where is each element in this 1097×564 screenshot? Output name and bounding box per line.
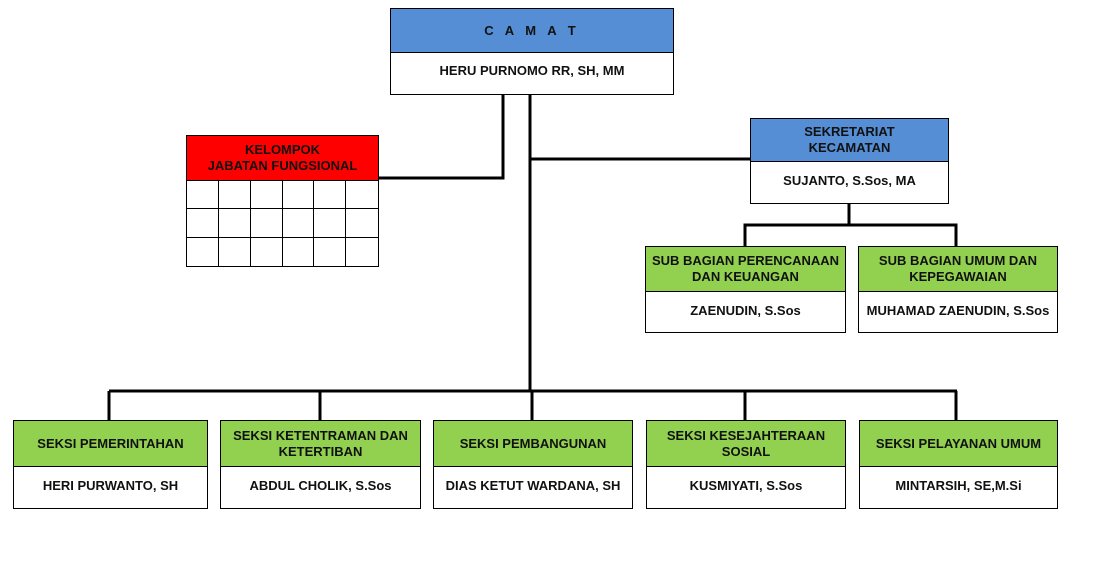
sub-section-title-line1: SUB BAGIAN PERENCANAAN <box>651 253 840 268</box>
section-box: SEKSI PELAYANAN UMUM MINTARSIH, SE,M.Si <box>859 420 1058 509</box>
section-name: DIAS KETUT WARDANA, SH <box>445 478 621 493</box>
camat-box: C A M A T HERU PURNOMO RR, SH, MM <box>390 8 674 95</box>
secretariat-title-line1: SEKRETARIAT <box>804 124 895 139</box>
sub-section-title-line2: DAN KEUANGAN <box>692 269 799 284</box>
section-box: SEKSI PEMBANGUNAN DIAS KETUT WARDANA, SH <box>433 420 633 509</box>
section-title-line1: SEKSI PEMBANGUNAN <box>459 435 607 451</box>
section-title-line1: SEKSI PEMERINTAHAN <box>37 435 184 451</box>
section-box: SEKSI KETENTRAMAN DAN KETERTIBAN ABDUL C… <box>220 420 421 509</box>
functional-title-line1: KELOMPOK <box>244 142 321 157</box>
secretariat-box: SEKRETARIAT KECAMATAN SUJANTO, S.Sos, MA <box>750 118 949 204</box>
section-title-line1: SEKSI KETENTRAMAN DAN <box>233 427 408 443</box>
section-title-line1: SEKSI PELAYANAN UMUM <box>875 435 1042 451</box>
secretariat-name: SUJANTO, S.Sos, MA <box>783 173 916 188</box>
sub-section-title-line2: KEPEGAWAIAN <box>909 269 1007 284</box>
section-box: SEKSI KESEJAHTERAAN SOSIAL KUSMIYATI, S.… <box>646 420 846 509</box>
sub-section-box: SUB BAGIAN PERENCANAAN DAN KEUANGAN ZAEN… <box>645 246 846 333</box>
section-name: MINTARSIH, SE,M.Si <box>895 478 1022 493</box>
sub-section-name: ZAENUDIN, S.Sos <box>690 302 801 318</box>
section-name: KUSMIYATI, S.Sos <box>689 478 803 493</box>
camat-title: C A M A T <box>391 9 673 53</box>
section-name: ABDUL CHOLIK, S.Sos <box>249 478 392 493</box>
section-box: SEKSI PEMERINTAHAN HERI PURWANTO, SH <box>13 420 208 509</box>
functional-title-line2: JABATAN FUNGSIONAL <box>207 158 358 173</box>
camat-name: HERU PURNOMO RR, SH, MM <box>439 63 625 78</box>
sub-section-name: MUHAMAD ZAENUDIN, S.Sos <box>866 302 1050 318</box>
section-name: HERI PURWANTO, SH <box>42 478 179 493</box>
section-title-line1: SEKSI KESEJAHTERAAN <box>666 427 826 443</box>
sub-section-title-line1: SUB BAGIAN UMUM DAN <box>878 253 1038 268</box>
functional-grid <box>187 181 378 266</box>
section-title-line2: SOSIAL <box>721 443 771 459</box>
connector-camat-functional <box>378 94 505 180</box>
section-title-line2: KETERTIBAN <box>278 443 363 459</box>
connector-sub-bus <box>743 223 958 246</box>
functional-group-box: KELOMPOK JABATAN FUNGSIONAL <box>186 135 379 267</box>
secretariat-title-line2: KECAMATAN <box>808 140 891 155</box>
sub-section-box: SUB BAGIAN UMUM DAN KEPEGAWAIAN MUHAMAD … <box>858 246 1058 333</box>
